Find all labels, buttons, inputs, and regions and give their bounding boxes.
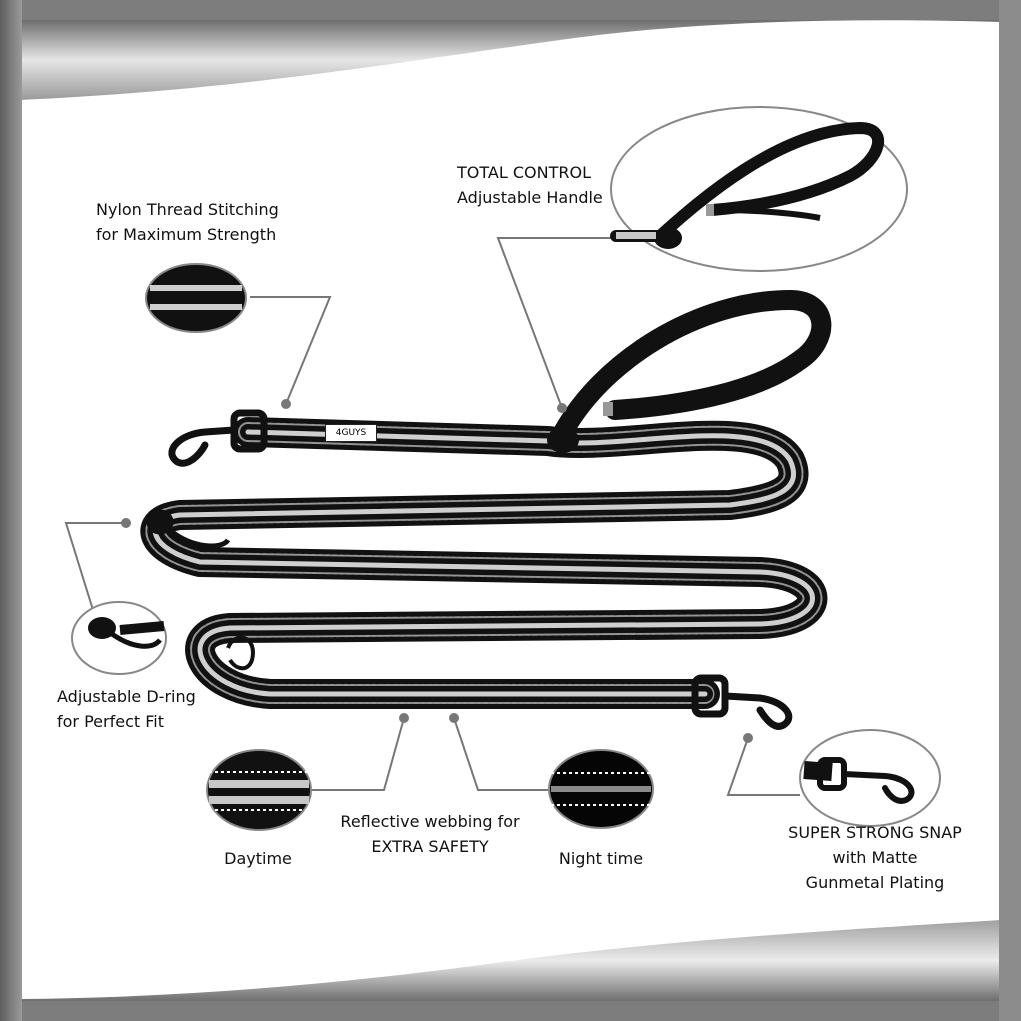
leader-dots — [121, 399, 753, 743]
daytime-label: Daytime — [224, 849, 292, 868]
dring-callout: Adjustable D-ring for Perfect Fit — [57, 684, 196, 734]
handle-closeup — [610, 106, 908, 272]
snap-callout-line3: Gunmetal Plating — [805, 873, 945, 892]
brand-tag: 4GUYS — [325, 424, 377, 442]
snap-callout: SUPER STRONG SNAP with Matte Gunmetal Pl… — [775, 820, 975, 895]
dring-callout-line1: Adjustable D-ring — [57, 687, 196, 706]
snap-callout-line1: SUPER STRONG SNAP — [788, 823, 962, 842]
top-snap-hook — [168, 409, 268, 467]
nylon-callout-line1: Nylon Thread Stitching — [96, 200, 279, 219]
control-callout-line2: Adjustable Handle — [457, 188, 603, 207]
snap-callout-line2: with Matte — [832, 848, 918, 867]
handle-loop — [547, 289, 832, 453]
snap-closeup — [799, 729, 941, 827]
reflective-callout-line1: Reflective webbing for — [340, 812, 520, 831]
reflective-callout-line2: EXTRA SAFETY — [371, 837, 489, 856]
dring-callout-line2: for Perfect Fit — [57, 712, 164, 731]
leader-lines — [64, 237, 800, 796]
control-callout: TOTAL CONTROL Adjustable Handle — [457, 160, 603, 210]
nylon-callout-line2: for Maximum Strength — [96, 225, 277, 244]
leash-strap — [140, 417, 828, 709]
nighttime-closeup — [548, 749, 654, 829]
bottom-snap-hook — [691, 674, 793, 730]
nighttime-label: Night time — [558, 849, 644, 868]
bottom-swoosh — [20, 920, 1001, 1001]
reflective-callout: Reflective webbing for EXTRA SAFETY — [330, 809, 530, 859]
dring-closeup — [71, 601, 167, 675]
top-swoosh — [20, 20, 1001, 100]
daytime-closeup — [206, 749, 312, 831]
d-ring — [146, 509, 255, 671]
stitching-closeup — [145, 263, 247, 333]
nylon-callout: Nylon Thread Stitching for Maximum Stren… — [96, 197, 279, 247]
control-callout-line1: TOTAL CONTROL — [457, 163, 591, 182]
